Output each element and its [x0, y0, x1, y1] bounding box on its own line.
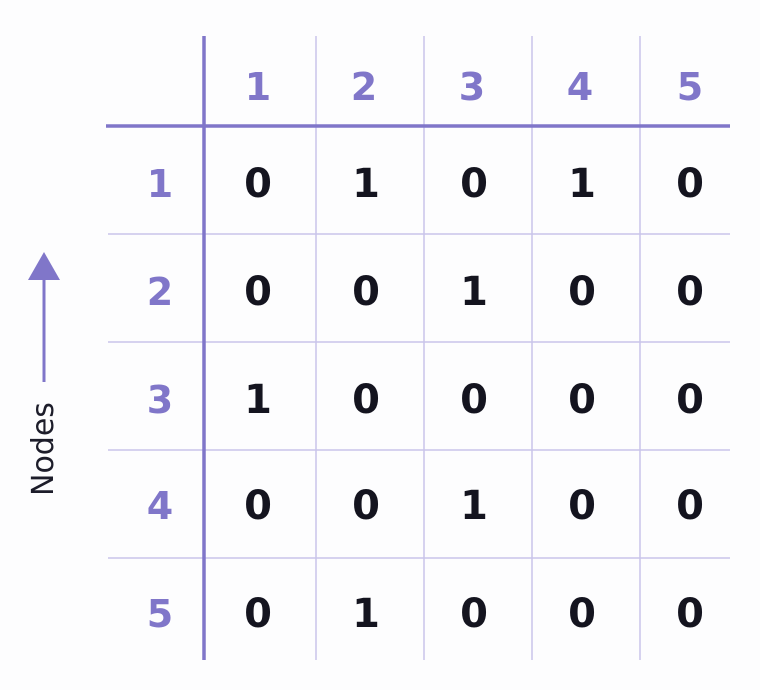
column-header-2: 2 [350, 65, 378, 109]
arrow-up-icon [24, 250, 64, 390]
row-header-2: 2 [146, 270, 174, 314]
matrix-cell-r5-c5: 0 [676, 591, 704, 637]
matrix-cell-r3-c1: 1 [244, 377, 272, 423]
matrix-cell-r1-c4: 1 [568, 161, 596, 207]
matrix-cell-r1-c2: 1 [352, 161, 380, 207]
matrix-cell-r4-c5: 0 [676, 483, 704, 529]
matrix-cell-r3-c4: 0 [568, 377, 596, 423]
column-header-3: 3 [458, 65, 486, 109]
matrix-cell-r2-c2: 0 [352, 269, 380, 315]
matrix-cell-r4-c4: 0 [568, 483, 596, 529]
matrix-cell-r5-c2: 1 [352, 591, 380, 637]
matrix-cell-r3-c5: 0 [676, 377, 704, 423]
column-header-5: 5 [676, 65, 704, 109]
column-header-4: 4 [566, 65, 594, 109]
matrix-cell-r2-c4: 0 [568, 269, 596, 315]
matrix-cell-r3-c3: 0 [460, 377, 488, 423]
matrix-cell-r2-c3: 1 [460, 269, 488, 315]
matrix-cell-r2-c1: 0 [244, 269, 272, 315]
row-header-1: 1 [146, 162, 174, 206]
matrix-cell-r5-c4: 0 [568, 591, 596, 637]
matrix-cell-r1-c1: 0 [244, 161, 272, 207]
matrix-cell-r4-c2: 0 [352, 483, 380, 529]
row-header-5: 5 [146, 592, 174, 636]
matrix-cell-r1-c3: 0 [460, 161, 488, 207]
matrix-cell-r5-c3: 0 [460, 591, 488, 637]
row-header-3: 3 [146, 378, 174, 422]
matrix-cell-r2-c5: 0 [676, 269, 704, 315]
row-header-4: 4 [146, 484, 174, 528]
nodes-axis-label: Nodes [26, 402, 61, 496]
matrix-cell-r4-c1: 0 [244, 483, 272, 529]
matrix-cell-r5-c1: 0 [244, 591, 272, 637]
matrix-cell-r3-c2: 0 [352, 377, 380, 423]
matrix-cell-r4-c3: 1 [460, 483, 488, 529]
matrix-cell-r1-c5: 0 [676, 161, 704, 207]
column-header-1: 1 [244, 65, 272, 109]
